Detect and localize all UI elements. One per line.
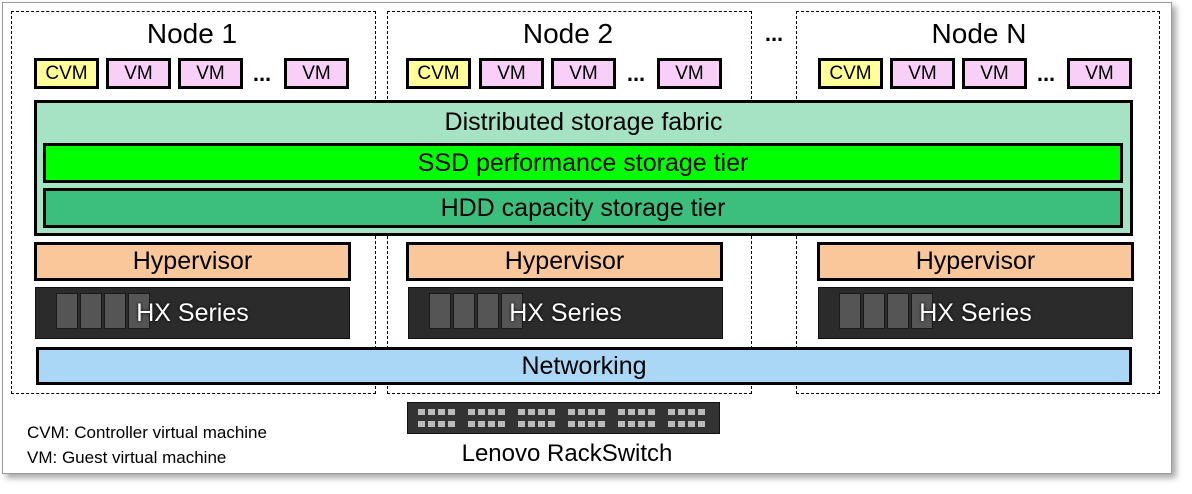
node-1-cvm: CVM — [34, 58, 99, 89]
node-1-vm: VM — [106, 58, 171, 89]
rackswitch-icon — [407, 402, 720, 434]
drive-bay-icon — [501, 293, 523, 329]
node-2-vm: VM — [657, 58, 722, 89]
legend-vm: VM: Guest virtual machine — [27, 448, 227, 467]
node-2-cvm: CVM — [406, 58, 471, 89]
node-2-vm: VM — [479, 58, 544, 89]
drive-bay-icon — [477, 293, 499, 329]
node-n-vm: VM — [962, 58, 1027, 89]
node-n-vm: VM — [890, 58, 955, 89]
node-2-title: Node 2 — [522, 18, 614, 49]
hdd-capacity-tier: HDD capacity storage tier — [43, 188, 1123, 228]
node-1-vm: VM — [284, 58, 349, 89]
node-n-server-label: HX Series — [919, 298, 1032, 327]
node-n-vm: VM — [1067, 58, 1132, 89]
switch-label: Lenovo RackSwitch — [461, 440, 673, 467]
legend-cvm: CVM: Controller virtual machine — [27, 423, 267, 442]
node-2-hypervisor: Hypervisor — [406, 242, 723, 281]
node-1-server: HX Series — [35, 287, 350, 339]
ssd-performance-tier: SSD performance storage tier — [43, 143, 1123, 183]
drive-bay-icon — [887, 293, 909, 329]
node-n-server: HX Series — [818, 287, 1133, 339]
node-1-vm: VM — [178, 58, 243, 89]
node-1-vm-ellipsis: ... — [252, 61, 272, 86]
drive-bay-icon — [453, 293, 475, 329]
between-nodes-ellipsis: ... — [764, 21, 784, 46]
drive-bay-icon — [429, 293, 451, 329]
hdd-label: HDD capacity storage tier — [440, 193, 726, 222]
node-n-vm-ellipsis: ... — [1036, 61, 1056, 86]
ssd-label: SSD performance storage tier — [417, 148, 749, 177]
node-1-server-label: HX Series — [136, 298, 249, 327]
node-1-title: Node 1 — [146, 18, 238, 49]
drive-bay-icon — [56, 293, 78, 329]
fabric-label: Distributed storage fabric — [444, 108, 723, 136]
node-n-hypervisor: Hypervisor — [817, 242, 1134, 281]
drive-bay-icon — [911, 293, 933, 329]
networking-layer: Networking — [36, 347, 1132, 385]
node-n-title: Node N — [931, 18, 1027, 49]
drive-bay-icon — [128, 293, 150, 329]
drive-bay-icon — [80, 293, 102, 329]
node-n-cvm: CVM — [818, 58, 883, 89]
node-2-server-label: HX Series — [509, 298, 622, 327]
node-2-vm: VM — [551, 58, 616, 89]
node-2-vm-ellipsis: ... — [626, 61, 646, 86]
drive-bay-icon — [104, 293, 126, 329]
drive-bay-icon — [863, 293, 885, 329]
node-1-hypervisor: Hypervisor — [34, 242, 351, 281]
node-2-server: HX Series — [408, 287, 723, 339]
drive-bay-icon — [839, 293, 861, 329]
